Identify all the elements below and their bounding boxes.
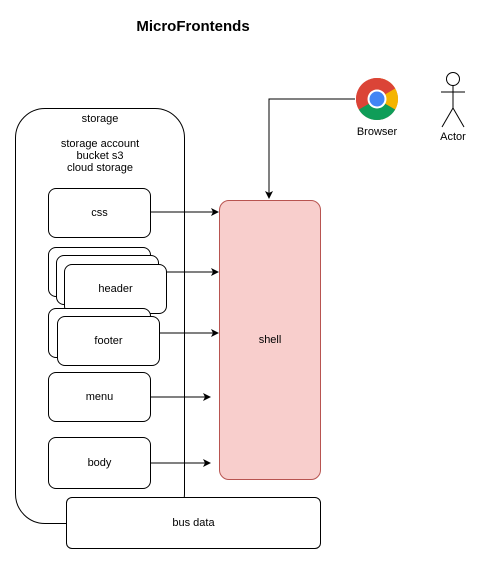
diagram-title: MicroFrontends bbox=[136, 18, 250, 35]
storage-line-cloud: cloud storage bbox=[66, 162, 134, 174]
menu-label: menu bbox=[85, 391, 114, 403]
header-label: header bbox=[98, 283, 133, 295]
storage-line-account: storage account bbox=[60, 138, 140, 150]
bus-data-box[interactable]: bus data bbox=[66, 497, 321, 549]
body-label: body bbox=[87, 457, 112, 469]
shell-box[interactable]: shell bbox=[219, 200, 321, 480]
footer-box[interactable]: footer bbox=[57, 316, 160, 366]
browser-label: Browser bbox=[356, 126, 398, 138]
chrome-icon[interactable] bbox=[355, 77, 399, 121]
storage-label: storage bbox=[81, 113, 119, 125]
storage-line-bucket: bucket s3 bbox=[76, 150, 124, 162]
storage-description: storage account bucket s3 cloud storage bbox=[15, 138, 185, 174]
actor-label: Actor bbox=[440, 131, 466, 143]
footer-label: footer bbox=[94, 335, 123, 347]
header-box[interactable]: header bbox=[64, 264, 167, 314]
shell-label: shell bbox=[258, 334, 282, 346]
arrow-browser-to-shell bbox=[265, 98, 355, 199]
body-box[interactable]: body bbox=[48, 437, 151, 489]
stick-figure-icon bbox=[441, 72, 465, 128]
menu-box[interactable]: menu bbox=[48, 372, 151, 422]
bus-data-label: bus data bbox=[172, 517, 215, 529]
css-label: css bbox=[91, 207, 108, 219]
css-box[interactable]: css bbox=[48, 188, 151, 238]
